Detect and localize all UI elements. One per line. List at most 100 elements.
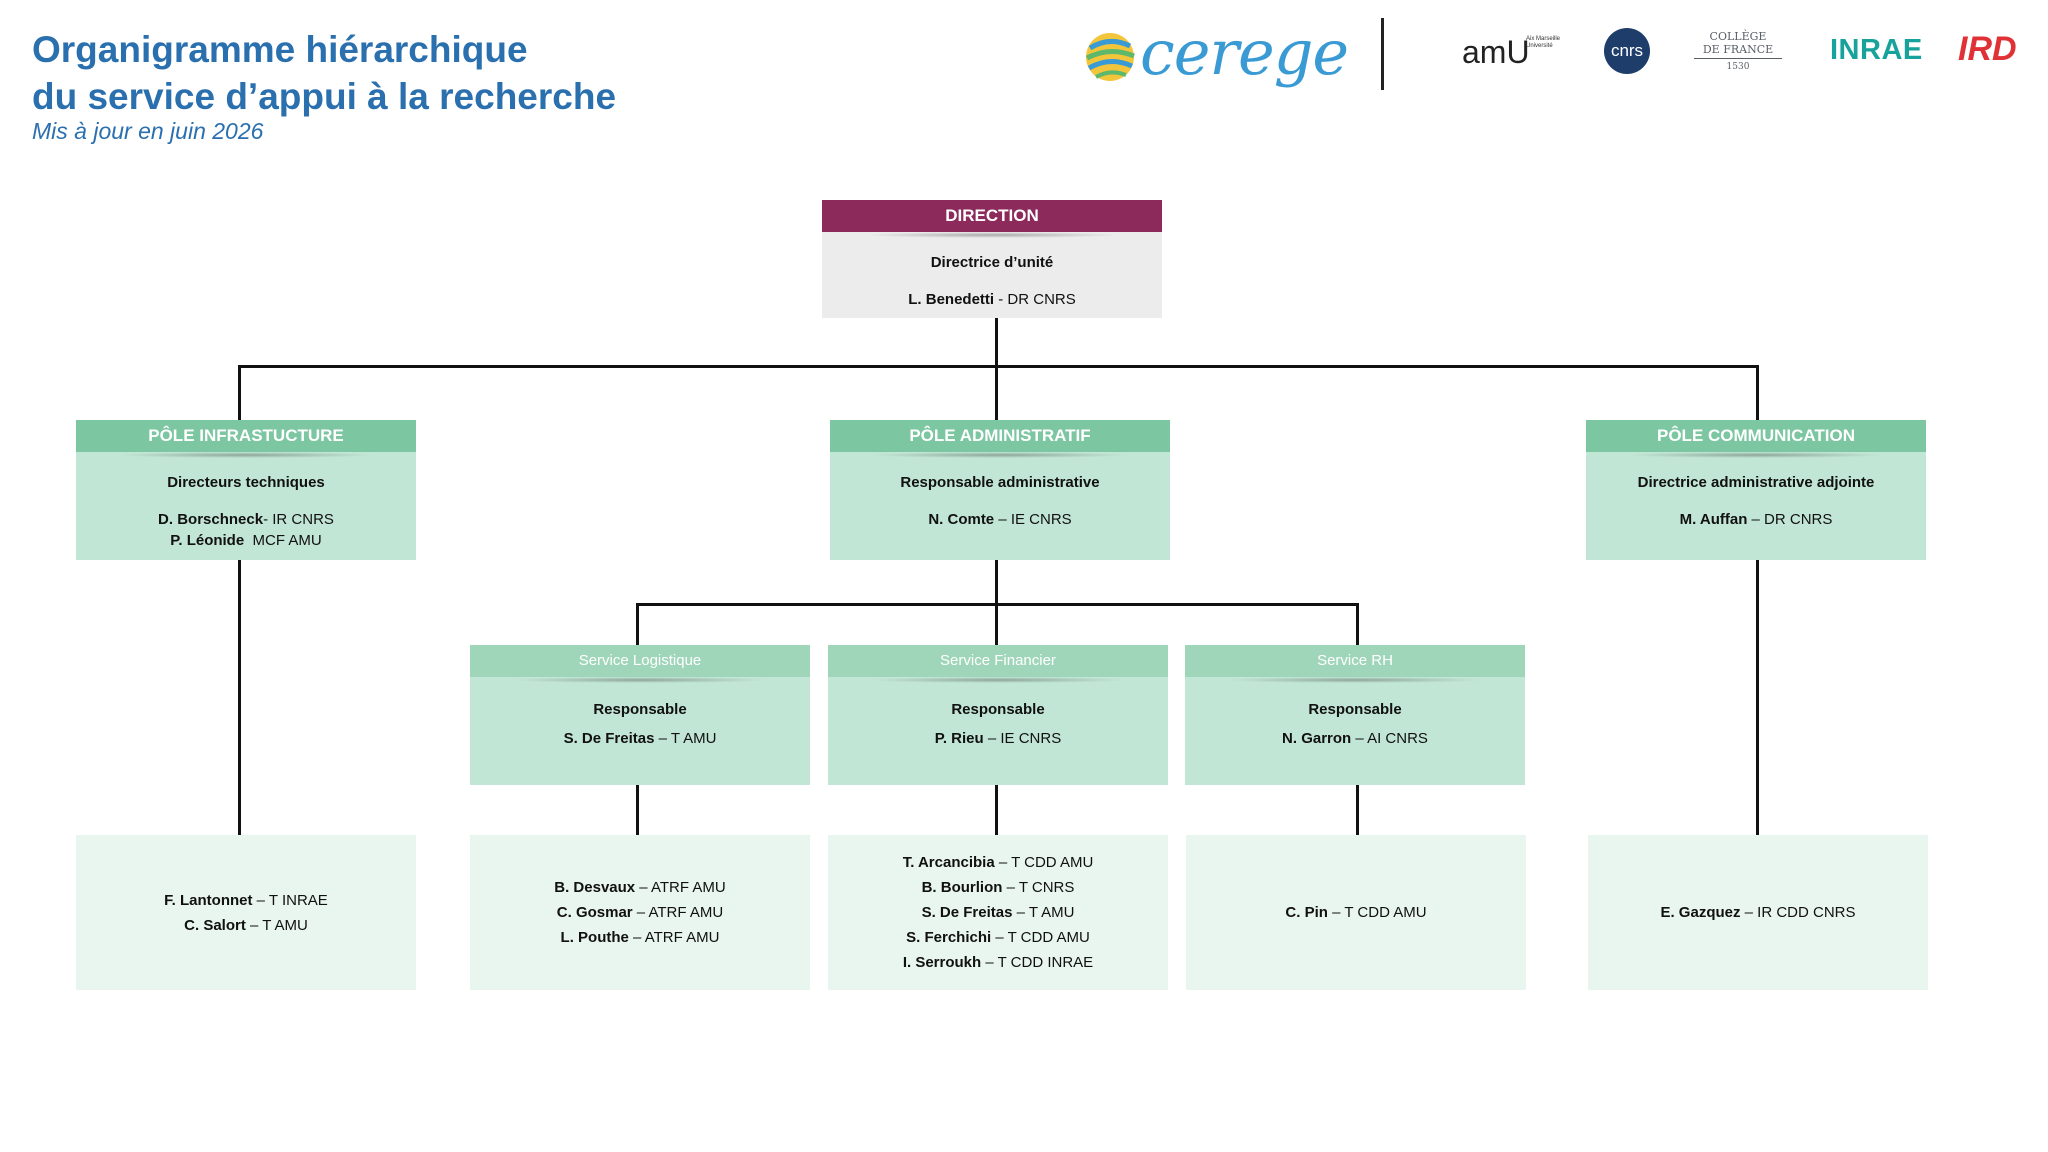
staff-line: C. Pin – T CDD AMU (1285, 900, 1426, 925)
service-financier-header: Service Financier (828, 645, 1168, 683)
person-line: P. Léonide MCF AMU (76, 530, 416, 551)
person-name: B. Desvaux (554, 879, 636, 896)
person-grade: – T CDD INRAE (981, 954, 1094, 971)
connector-fin-staff (995, 785, 998, 835)
connector-rh-up (1356, 603, 1359, 645)
service-logistique-box: Service Logistique Responsable S. De Fre… (470, 645, 810, 785)
person-grade: – T CDD AMU (991, 929, 1090, 946)
connector-rh-staff (1356, 785, 1359, 835)
person-grade: - IR CNRS (263, 511, 334, 528)
person-name: F. Lantonnet (164, 891, 253, 909)
pole-infrastructure-role: Directeurs techniques (167, 474, 325, 491)
staff-line: C. Salort – T AMU (184, 913, 308, 938)
person-name: P. Rieu (934, 730, 984, 747)
person-name: L. Pouthe (560, 929, 629, 946)
person-grade: – T CDD AMU (1327, 904, 1427, 921)
service-rh-person: N. Garron – AI CNRS (1185, 728, 1525, 749)
connector-poles-horizontal (238, 365, 1758, 368)
person-grade: – ATRF AMU (628, 929, 720, 946)
update-date: Mis à jour en juin 2026 (32, 118, 264, 144)
title-line-2: du service d’appui à la recherche (32, 76, 617, 117)
person-name: S. Ferchichi (906, 929, 992, 946)
person-name: C. Gosmar (556, 904, 633, 921)
person-name: S. De Freitas (563, 730, 655, 747)
person-grade: – T CNRS (1002, 879, 1075, 896)
amu-logo: amU Aix Marseille Université (1462, 30, 1572, 74)
person-name: B. Bourlion (921, 879, 1003, 896)
staff-line: B. Bourlion – T CNRS (922, 875, 1075, 900)
person-grade: – AI CNRS (1351, 730, 1428, 747)
cerege-globe-icon (1085, 33, 1135, 81)
pole-infrastructure-box: PÔLE INFRASTUCTURE Directeurs techniques… (76, 420, 416, 560)
staff-rh-box: C. Pin – T CDD AMU (1186, 835, 1526, 990)
connector-direction-down (995, 318, 998, 420)
service-logistique-header: Service Logistique (470, 645, 810, 683)
person-name: N. Comte (928, 511, 995, 528)
person-line: D. Borschneck- IR CNRS (76, 509, 416, 530)
staff-line: C. Gosmar – ATRF AMU (557, 900, 723, 925)
page-title: Organigramme hiérarchique du service d’a… (32, 26, 616, 120)
service-financier-role: Responsable (951, 701, 1045, 718)
person-grade: – T INRAE (252, 891, 328, 909)
pole-communication-header: PÔLE COMMUNICATION (1586, 420, 1926, 458)
person-grade: – IE CNRS (994, 511, 1072, 528)
cdf-line-3: 1530 (1726, 62, 1750, 72)
pole-communication-box: PÔLE COMMUNICATION Directrice administra… (1586, 420, 1926, 560)
person-name: M. Auffan (1679, 511, 1748, 528)
pole-administratif-header: PÔLE ADMINISTRATIF (830, 420, 1170, 458)
staff-communication-box: E. Gazquez – IR CDD CNRS (1588, 835, 1928, 990)
staff-financier-box: T. Arcancibia – T CDD AMU B. Bourlion – … (828, 835, 1168, 990)
staff-infrastructure-box: F. Lantonnet – T INRAE C. Salort – T AMU (76, 835, 416, 990)
cerege-logo: cerege (1082, 20, 1349, 92)
person-grade: MCF AMU (244, 532, 322, 549)
pole-infrastructure-header: PÔLE INFRASTUCTURE (76, 420, 416, 458)
person-grade: – T AMU (654, 730, 717, 747)
pole-infrastructure-people: D. Borschneck- IR CNRS P. Léonide MCF AM… (76, 509, 416, 551)
person-grade: – T AMU (245, 916, 308, 934)
staff-line: T. Arcancibia – T CDD AMU (903, 850, 1094, 875)
connector-com-staff (1756, 560, 1759, 835)
title-line-1: Organigramme hiérarchique (32, 29, 528, 70)
direction-box: DIRECTION Directrice d’unité L. Benedett… (822, 200, 1162, 318)
person-name: L. Benedetti (908, 291, 995, 308)
staff-logistique-box: B. Desvaux – ATRF AMU C. Gosmar – ATRF A… (470, 835, 810, 990)
staff-line: B. Desvaux – ATRF AMU (554, 875, 725, 900)
person-name: D. Borschneck (158, 511, 264, 528)
service-rh-box: Service RH Responsable N. Garron – AI CN… (1185, 645, 1525, 785)
service-logistique-role: Responsable (593, 701, 687, 718)
person-name: S. De Freitas (921, 904, 1013, 921)
connector-infra-up (238, 365, 241, 420)
person-name: T. Arcancibia (902, 854, 995, 871)
person-name: E. Gazquez (1660, 904, 1741, 921)
staff-line: S. De Freitas – T AMU (922, 900, 1075, 925)
inrae-logo: INRAE (1830, 34, 1923, 66)
amu-subtext: Aix Marseille Université (1526, 36, 1561, 49)
pole-administratif-box: PÔLE ADMINISTRATIF Responsable administr… (830, 420, 1170, 560)
service-logistique-person: S. De Freitas – T AMU (470, 728, 810, 749)
person-name: C. Pin (1285, 904, 1328, 921)
pole-communication-role: Directrice administrative adjointe (1637, 474, 1875, 491)
staff-line: E. Gazquez – IR CDD CNRS (1660, 900, 1855, 925)
direction-header: DIRECTION (822, 200, 1162, 238)
person-grade: – DR CNRS (1747, 511, 1833, 528)
person-grade: – ATRF AMU (632, 904, 724, 921)
person-name: I. Serroukh (902, 954, 982, 971)
person-name: P. Léonide (170, 532, 245, 549)
connector-admin-down (995, 560, 998, 645)
connector-infra-staff (238, 560, 241, 835)
cdf-rule (1694, 58, 1782, 59)
college-de-france-logo: COLLÈGE DE FRANCE 1530 (1690, 30, 1786, 76)
staff-line: L. Pouthe – ATRF AMU (561, 925, 720, 950)
staff-line: I. Serroukh – T CDD INRAE (903, 950, 1093, 975)
service-rh-header: Service RH (1185, 645, 1525, 683)
cerege-wordmark: cerege (1140, 16, 1349, 89)
connector-log-up (636, 603, 639, 645)
cnrs-logo: cnrs (1604, 28, 1650, 74)
pole-administratif-role: Responsable administrative (900, 474, 1100, 491)
direction-role: Directrice d’unité (930, 254, 1054, 271)
person-grade: – ATRF AMU (635, 879, 726, 896)
cdf-line-1: COLLÈGE (1709, 30, 1767, 43)
person-grade: – IE CNRS (983, 730, 1062, 747)
person-name: C. Salort (184, 916, 246, 934)
connector-log-staff (636, 785, 639, 835)
